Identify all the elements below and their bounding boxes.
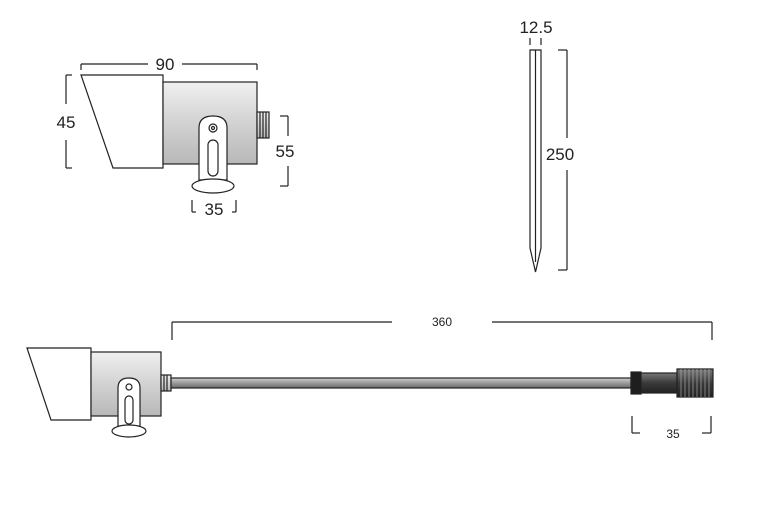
connector-grip [676, 368, 714, 398]
dimension-lamp-depth [280, 115, 289, 187]
lamp-hood-2 [26, 347, 92, 421]
label-spike-diameter: 12.5 [519, 18, 552, 37]
label-bracket-width: 35 [205, 200, 224, 219]
dimension-lamp-height [65, 74, 72, 169]
cable-gland-2 [160, 374, 172, 392]
dimension-lamp-width [80, 63, 258, 70]
bracket-slot [207, 139, 219, 177]
label-lamp-height: 45 [57, 113, 76, 132]
dimension-spike-length [558, 49, 568, 271]
lamp-hood [80, 74, 164, 169]
lamp-with-cable [26, 321, 714, 438]
connector-collar [630, 371, 642, 395]
label-connector-length: 35 [666, 427, 680, 441]
dimension-bracket-width [191, 200, 237, 213]
label-spike-length: 250 [546, 145, 574, 164]
cable [170, 377, 632, 389]
label-lamp-depth: 55 [276, 142, 295, 161]
bracket-base [191, 178, 235, 194]
mounting-bracket [198, 115, 228, 181]
dimension-cable-length [171, 321, 713, 340]
bracket-screw [208, 123, 218, 133]
label-lamp-width: 90 [156, 55, 175, 74]
lamp-side-view [65, 63, 289, 213]
label-cable-length: 360 [432, 315, 452, 329]
bracket-base-2 [111, 424, 147, 438]
ground-spike [529, 38, 568, 273]
mounting-bracket-2 [117, 377, 141, 429]
dimension-connector-length [631, 416, 712, 434]
connector-body [640, 372, 678, 394]
dimension-spike-diameter [529, 38, 542, 45]
